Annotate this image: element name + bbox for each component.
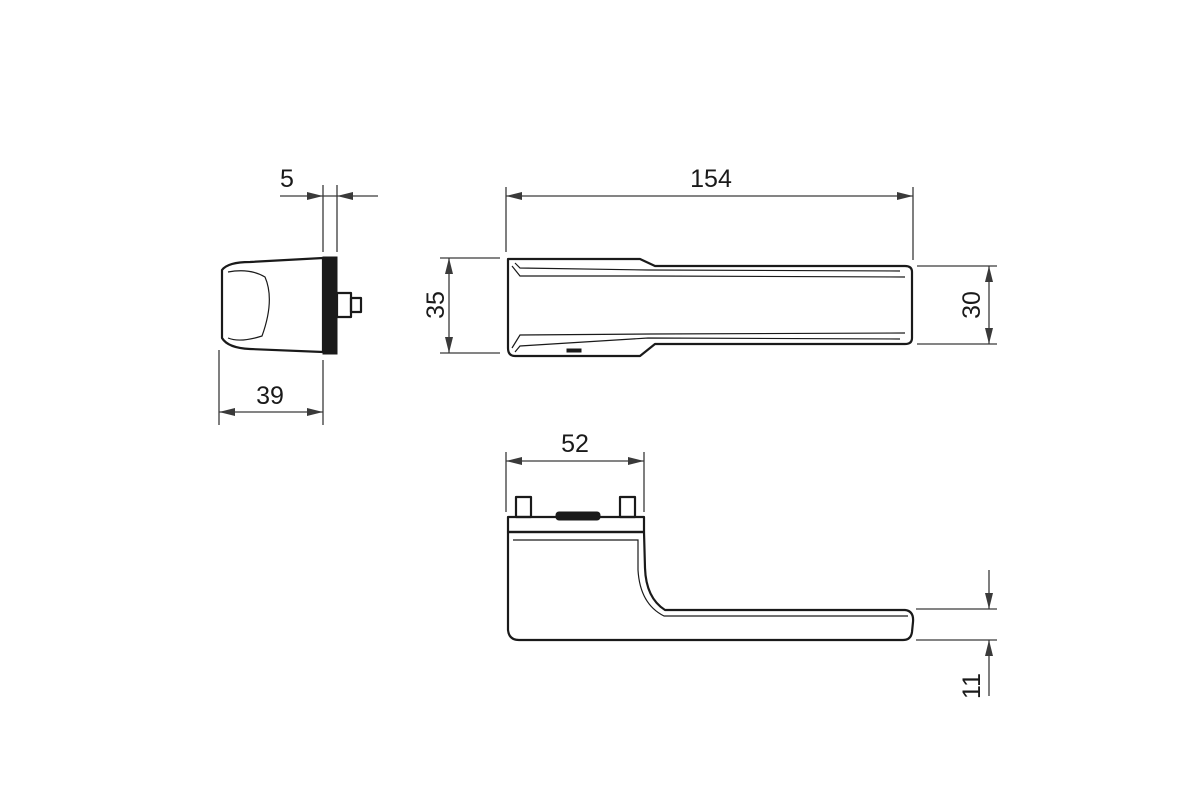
lever-top-groove [511, 265, 906, 278]
rose-body-outline [220, 256, 325, 354]
top-view [506, 257, 914, 358]
lever-top-inner-upper [514, 262, 901, 272]
pin-right [618, 495, 637, 519]
dimension-lever-thickness-label: 11 [958, 673, 986, 699]
dimension-rose-width: 39 [218, 350, 324, 425]
rose-back-plate [322, 256, 338, 355]
lever-top-inner-lower [514, 337, 901, 353]
lever-top-groove-lower [511, 332, 906, 349]
dimension-projection: 52 [505, 430, 645, 512]
front-view [506, 495, 915, 642]
lever-top-mark [566, 348, 582, 353]
side-view [220, 256, 363, 355]
dimension-grip-height-end: 30 [917, 265, 997, 345]
dimension-grip-height-top-label: 35 [422, 291, 450, 319]
spindle-tip [349, 296, 363, 314]
lever-front-outline [506, 530, 915, 642]
lever-front-inner-edge [513, 539, 908, 617]
dimension-grip-height-top: 35 [422, 257, 500, 354]
dimension-rose-width-label: 39 [256, 382, 284, 410]
dimension-projection-label: 52 [561, 430, 589, 458]
dimension-rose-depth: 5 [280, 165, 378, 252]
dimension-handle-length-label: 154 [690, 165, 732, 193]
spindle [335, 291, 353, 319]
rose-inner-edge [227, 270, 270, 341]
dimension-rose-depth-label: 5 [280, 165, 294, 193]
dimension-grip-height-end-label: 30 [958, 291, 986, 319]
lever-top-outline [506, 257, 914, 358]
dimension-lever-thickness: 11 [916, 570, 997, 699]
pin-left [514, 495, 533, 519]
dimension-handle-length: 154 [505, 165, 914, 260]
